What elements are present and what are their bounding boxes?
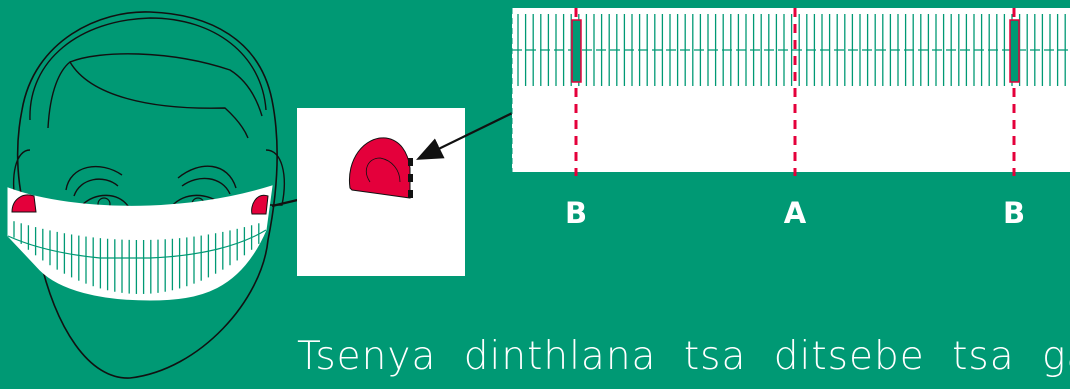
ear-tab-left [11,194,37,213]
strip-pleat-lines [517,14,1066,166]
strip-tab-right [1009,19,1020,83]
mask-pleat-lines [13,221,260,294]
ear-tab-closeup [297,108,465,276]
marker-label-b-left: B [564,196,588,230]
marker-label-a: A [783,196,807,230]
ear-tab-right [251,194,269,215]
mask-strip-unfolded [511,8,1070,176]
instruction-caption: Tsenya dinthlana tsa ditsebe tsa gag [297,334,1070,379]
marker-label-b-right: B [1002,196,1026,230]
strip-tab-left [571,19,582,83]
head-with-mask-illustration [7,11,285,379]
